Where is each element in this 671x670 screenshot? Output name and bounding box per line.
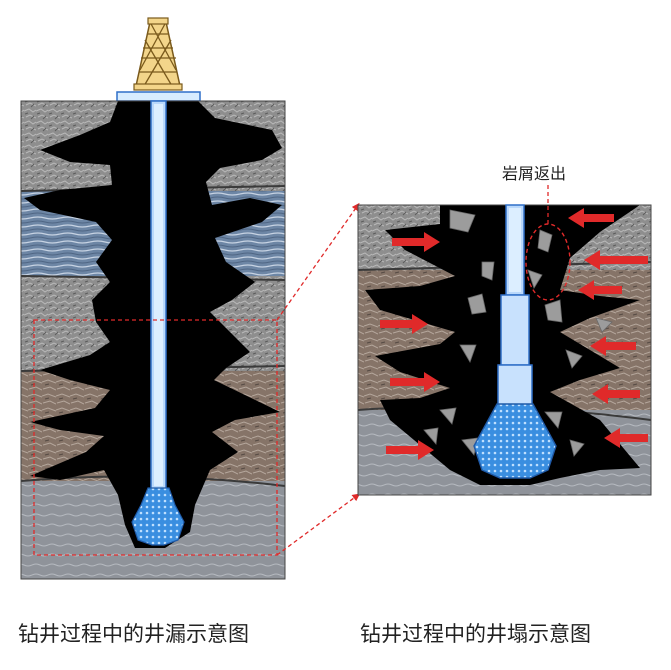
collapse-pressure-arrows (380, 208, 648, 460)
zoom-region-box (33, 319, 278, 556)
drill-bit-right-icon (473, 403, 557, 479)
drill-bit-left-icon (131, 487, 185, 546)
right-panel-frame (357, 204, 652, 496)
zoom-line-top (276, 202, 360, 321)
drill-pipe-left (150, 100, 167, 490)
drilling-derrick-icon (116, 17, 201, 102)
rock-cuttings (423, 209, 613, 457)
caption-wellbore-collapse: 钻井过程中的井塌示意图 (360, 622, 591, 646)
caption-lost-circulation: 钻井过程中的井漏示意图 (18, 622, 249, 646)
zoom-line-bottom (276, 493, 361, 556)
cuttings-return-label: 岩屑返出 (502, 164, 567, 183)
